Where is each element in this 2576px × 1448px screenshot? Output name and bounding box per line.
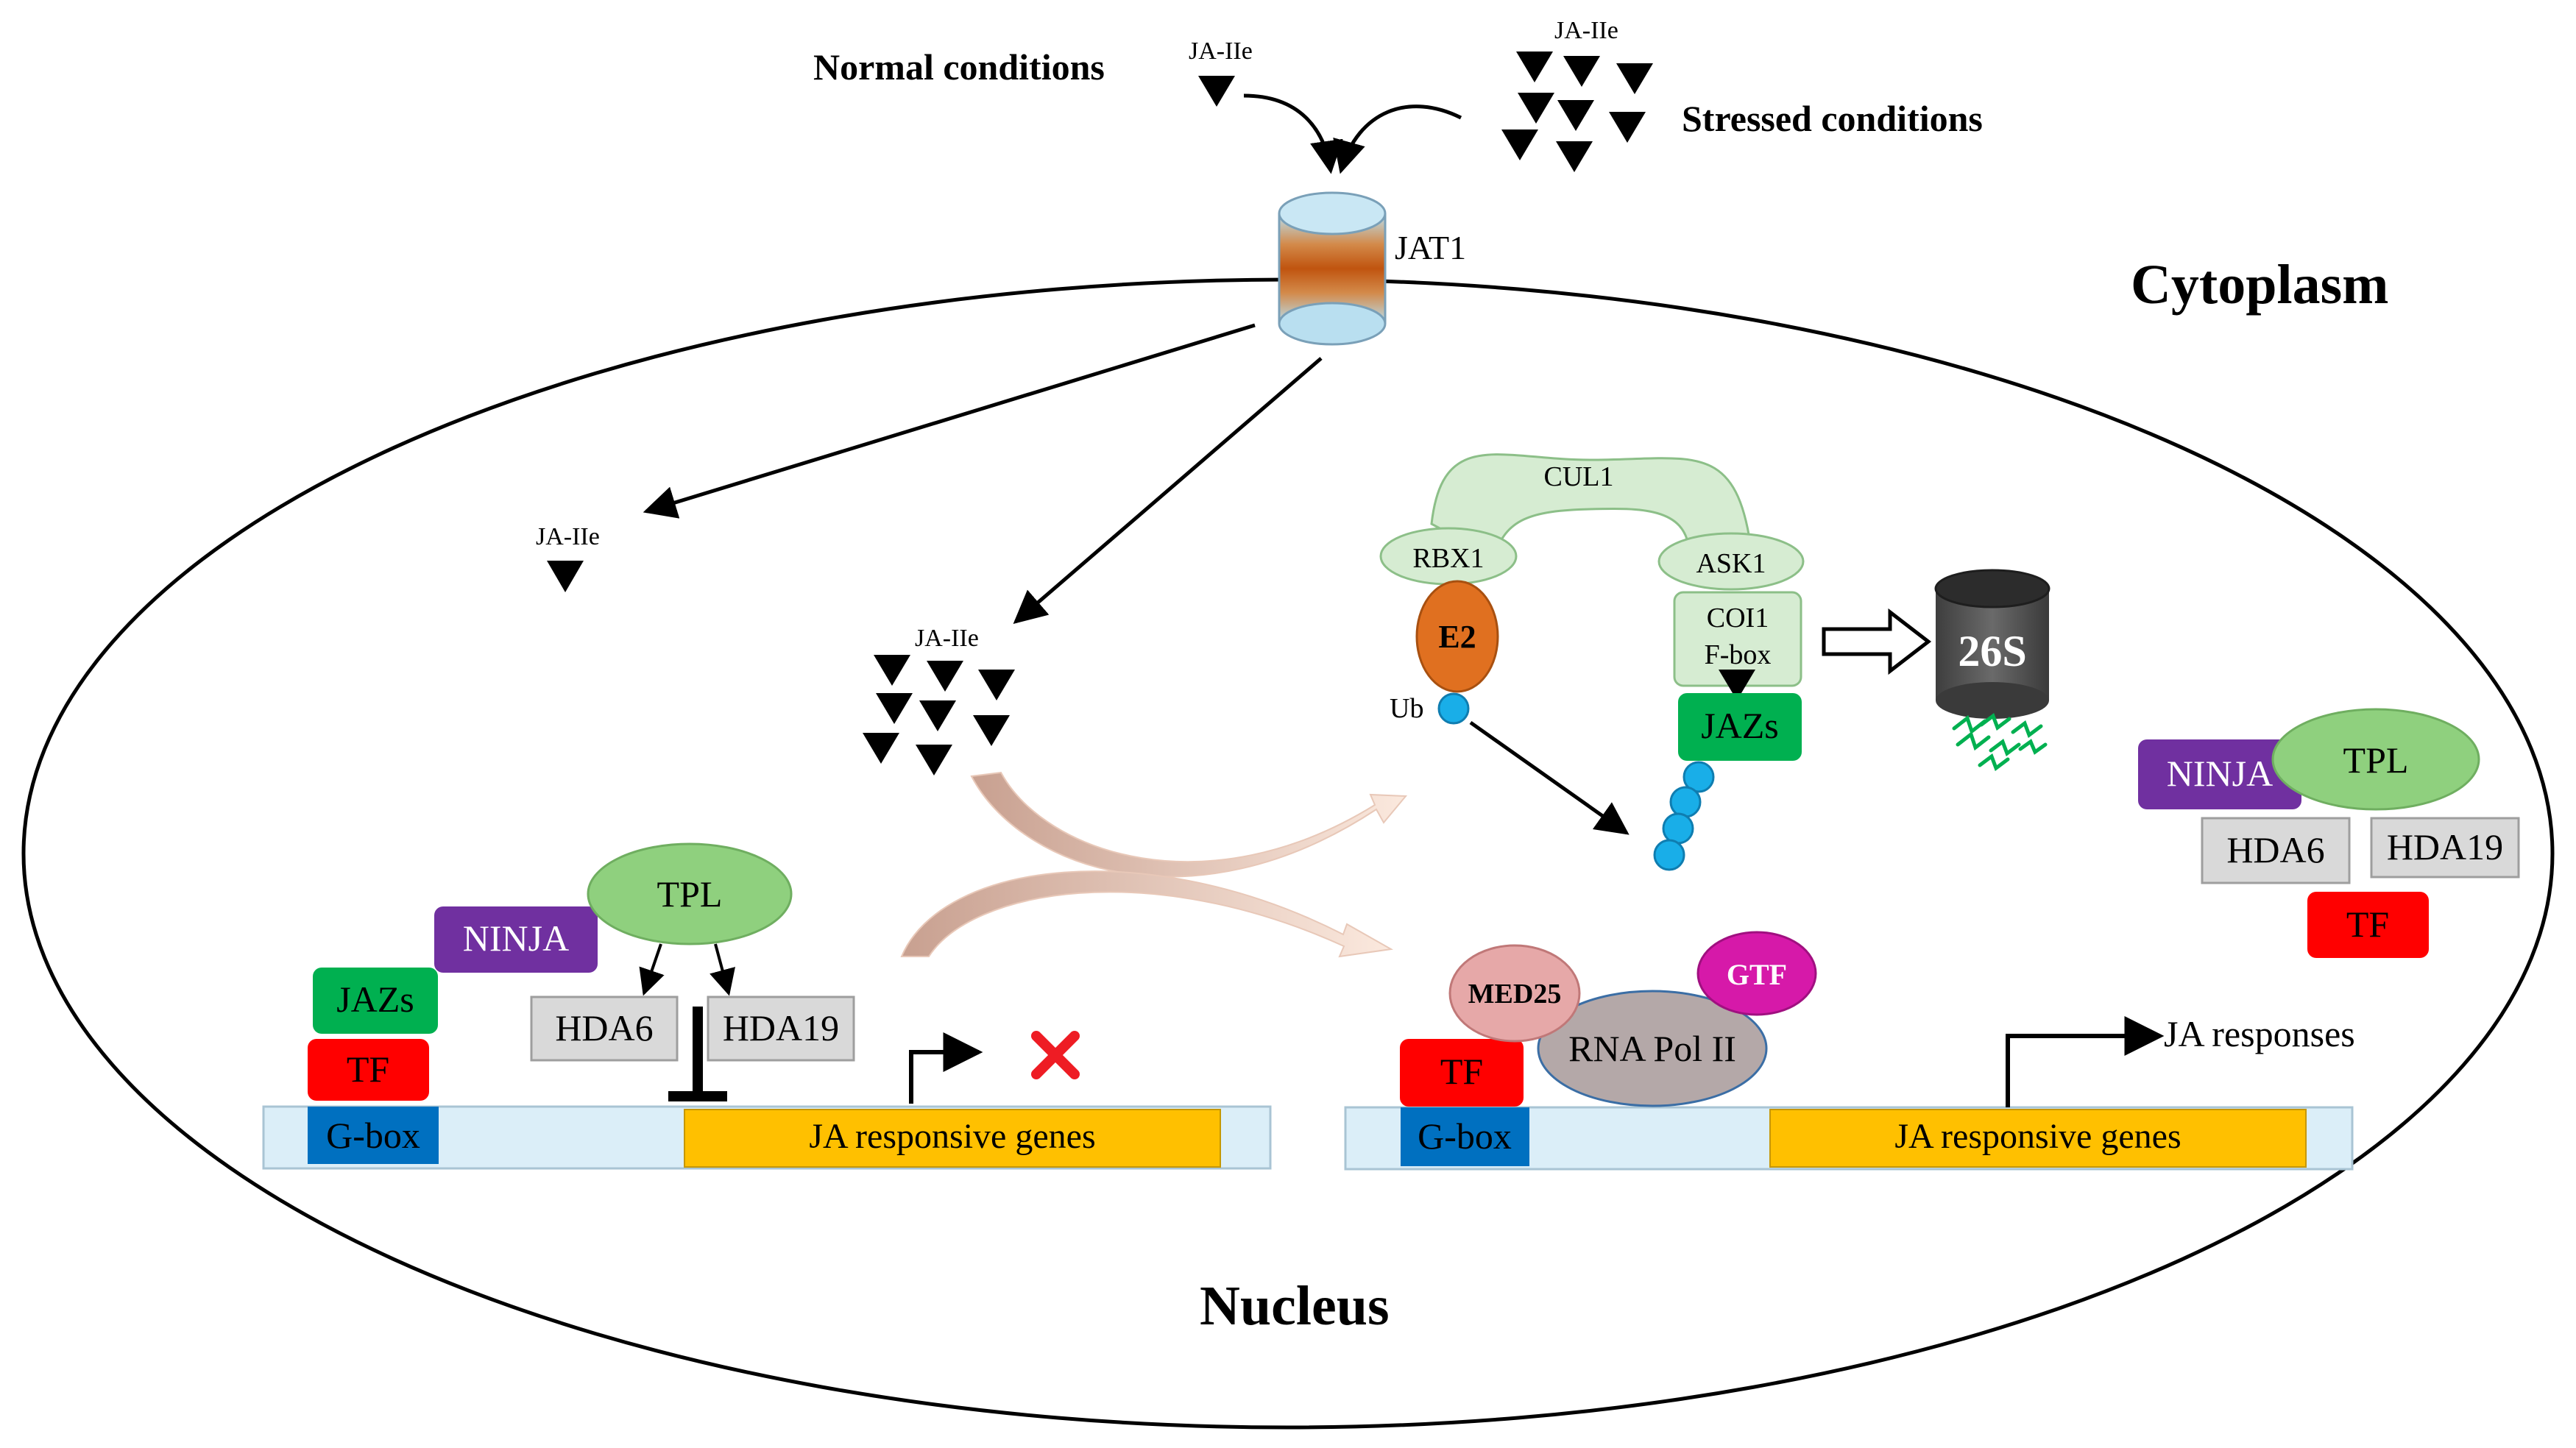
gtf-label: GTF <box>1727 958 1787 991</box>
ja-ile-center-cluster <box>863 655 1015 776</box>
jat1-transporter <box>1278 191 1387 346</box>
left-repressed-complex: G-box JA responsive genes TF JAZs NINJA … <box>262 842 1272 1170</box>
med25-label: MED25 <box>1468 979 1562 1009</box>
ja-ile-stressed-label: JA-IIe <box>1554 17 1618 44</box>
tf-left-label: TF <box>347 1048 389 1090</box>
switch-arrow-upper <box>970 771 1408 878</box>
med25 <box>1448 944 1581 1043</box>
proteasome-26s <box>1934 569 2050 719</box>
gbox-left <box>308 1107 439 1164</box>
rbx1-label: RBX1 <box>1412 543 1484 574</box>
jazs-scf <box>1678 693 1802 761</box>
gbox-left-label: G-box <box>326 1115 420 1156</box>
ninja-left <box>434 906 598 973</box>
degradation-arrow <box>1822 608 1932 675</box>
cul1-label: CUL1 <box>1544 461 1614 492</box>
hda19-right-label: HDA19 <box>2387 826 2503 867</box>
import-arrow-left <box>643 323 1256 519</box>
e2-label: E2 <box>1438 619 1476 655</box>
tf-left <box>308 1039 429 1101</box>
hda19-left <box>707 995 855 1062</box>
ninja-right-label: NINJA <box>2167 753 2273 794</box>
rna-pol-ii <box>1537 990 1768 1107</box>
transcription-arrow-active <box>2006 1016 2165 1107</box>
ubiquitination-arrow <box>1469 720 1630 835</box>
jat1-label: JAT1 <box>1395 229 1466 266</box>
tpl-right-label: TPL <box>2343 739 2409 781</box>
hda6-left <box>530 995 679 1062</box>
gtf <box>1696 931 1817 1016</box>
hda6-left-label: HDA6 <box>555 1007 653 1048</box>
ja-ile-molecule <box>547 561 584 592</box>
gbox-right <box>1401 1107 1529 1166</box>
tf-active <box>1400 1039 1524 1107</box>
hda19-right <box>2370 817 2520 879</box>
ja-ile-nucleus-left-label: JA-IIe <box>536 523 600 550</box>
ja-ile-normal-label: JA-IIe <box>1189 38 1253 65</box>
ja-ile-bound-molecule <box>1719 670 1755 700</box>
import-arrow-center <box>1013 357 1323 624</box>
jazs-scf-label: JAZs <box>1701 705 1779 746</box>
ninja-right <box>2138 739 2301 809</box>
blocked-x-icon <box>1031 1031 1080 1079</box>
tpl-to-hda19-arrow <box>710 943 735 996</box>
switch-arrow-lower <box>900 870 1394 958</box>
ja-ile-nucleus-center-label: JA-IIe <box>915 625 979 652</box>
fbox-label: F-box <box>1705 639 1772 670</box>
stressed-entry-arrow <box>1333 104 1462 174</box>
ask1 <box>1657 532 1805 591</box>
ja-ile-stressed-cluster <box>1501 52 1653 172</box>
tf-right-label: TF <box>2346 904 2389 945</box>
peptide-fragments-icon <box>1952 712 2048 772</box>
stressed-conditions-label: Stressed conditions <box>1682 98 1983 139</box>
hda19-left-label: HDA19 <box>723 1007 839 1048</box>
genes-right <box>1769 1109 2307 1168</box>
tpl-left-label: TPL <box>657 873 723 915</box>
hda6-right <box>2201 817 2351 884</box>
tf-active-label: TF <box>1440 1051 1483 1092</box>
ask1-label: ASK1 <box>1696 548 1766 579</box>
normal-conditions-label: Normal conditions <box>813 46 1105 88</box>
e2 <box>1415 580 1499 693</box>
normal-entry-arrow <box>1243 93 1343 174</box>
scf-complex: CUL1 RBX1 ASK1 COI1 F-box JAZs E2 Ub 26S <box>1379 453 2050 871</box>
genes-left-label: JA responsive genes <box>809 1117 1095 1156</box>
coi1-label: COI1 <box>1707 603 1769 634</box>
cytoplasm-label: Cytoplasm <box>2131 254 2388 316</box>
polyubiquitin-chain <box>1653 761 1715 871</box>
ub-bead <box>1437 692 1470 725</box>
active-transcription-complex: G-box JA responsive genes TF RNA Pol II … <box>1344 931 2355 1171</box>
ja-responses-label: JA responses <box>2164 1013 2355 1054</box>
tpl-to-hda6-arrow <box>639 943 665 996</box>
ja-ile-molecule <box>1198 76 1235 107</box>
tpl-right <box>2271 708 2480 811</box>
ub-label: Ub <box>1390 693 1423 724</box>
nucleus-label: Nucleus <box>1200 1275 1390 1337</box>
genes-right-label: JA responsive genes <box>1894 1117 2181 1156</box>
cul1-arc <box>1430 453 1753 560</box>
right-released-complex: NINJA TPL HDA6 HDA19 TF <box>2138 708 2520 958</box>
tf-right <box>2307 892 2429 958</box>
ninja-left-label: NINJA <box>463 918 569 959</box>
tpl-left <box>587 842 793 945</box>
gbox-right-label: G-box <box>1418 1115 1512 1157</box>
genes-left <box>684 1109 1221 1168</box>
hda6-right-label: HDA6 <box>2226 829 2324 870</box>
jazs-left-label: JAZs <box>336 979 414 1020</box>
transcription-arrow-blocked <box>909 1032 983 1104</box>
jazs-left <box>313 968 438 1034</box>
rna-pol-ii-label: RNA Pol II <box>1568 1028 1736 1069</box>
proteasome-label: 26S <box>1958 627 2026 675</box>
